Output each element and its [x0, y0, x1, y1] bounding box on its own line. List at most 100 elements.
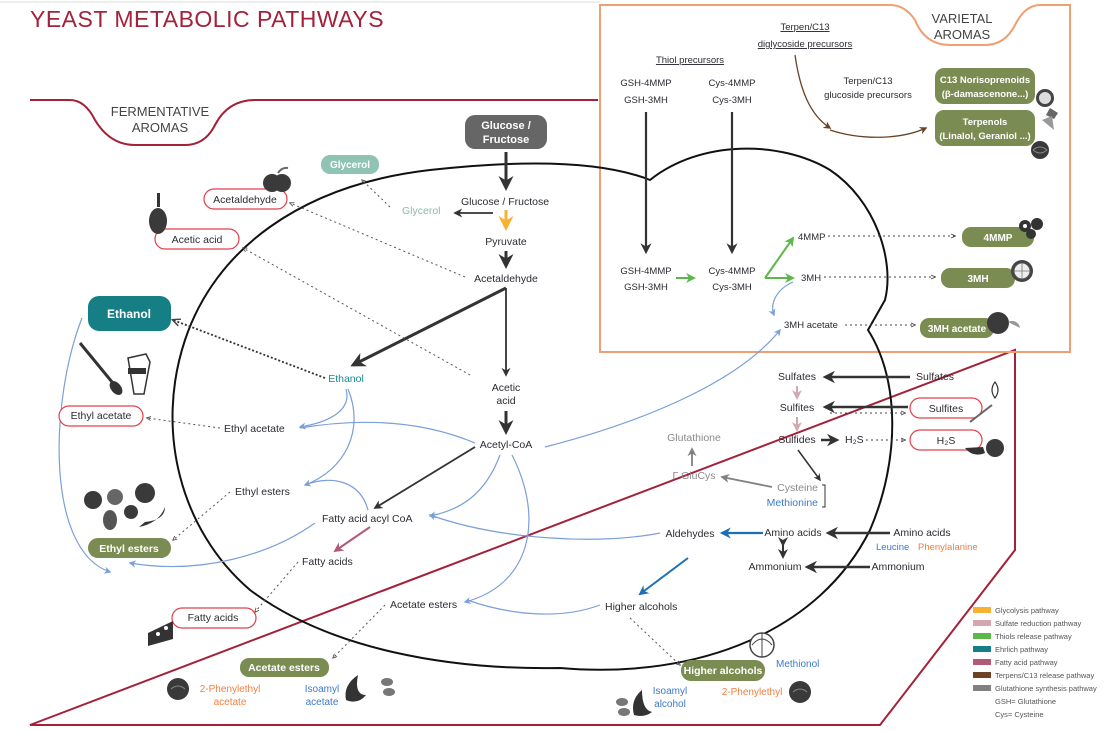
acetate-esters-aroma-box: Acetate esters [240, 658, 329, 677]
ethanol-aroma-box: Ethanol [88, 296, 171, 331]
fermentative-title-2: AROMAS [132, 120, 189, 135]
ethyl-acetate-aroma-box: Ethyl acetate [58, 405, 144, 427]
glutathione: Glutathione [667, 432, 721, 444]
pyruvate: Pyruvate [485, 236, 527, 248]
legend-note: GSH= Glutathione [995, 697, 1056, 706]
fatty-acids-release-dotted [255, 561, 299, 612]
sulfates-inner: Sulfates [778, 371, 816, 383]
amino-acids-external: Amino acids [893, 527, 950, 539]
varietal-frame [599, 4, 1071, 353]
svg-text:Glycerol: Glycerol [330, 160, 370, 171]
4mmp-product-box: 4MMP [962, 227, 1034, 247]
phenylethyl-acetate-label-1: 2-Phenylethyl [200, 684, 261, 695]
thiol-to-4mmp-arrow [764, 236, 795, 279]
blackcurrant-icon [1019, 218, 1043, 239]
legend-swatch [973, 659, 991, 665]
ethanol-to-ethylacetate-arrow [298, 388, 348, 430]
acetate-esters-inner: Acetate esters [390, 599, 457, 611]
legend-swatch [973, 646, 991, 652]
banana-icon [345, 675, 366, 702]
acetylcoa-to-acylcoa-arrow [373, 446, 476, 509]
cys-3mh-inner: Cys-3MH [712, 282, 752, 293]
rose-icon-acetate [167, 678, 189, 700]
terpen-glucoside-label-2: glucoside precursors [824, 90, 912, 101]
varietal-title-1: VARIETAL [932, 11, 993, 26]
3mh-to-acetate-arrow [768, 281, 794, 317]
acetylcoa-to-acetateesters-arrow [463, 454, 530, 605]
paint-tube-icon [127, 353, 151, 395]
svg-text:Higher alcohols: Higher alcohols [684, 665, 763, 677]
fruits-icon [84, 483, 165, 530]
sulfites-aroma-box: Sulfites [909, 397, 983, 419]
aldehydes-to-acylcoa-arrow [428, 513, 661, 540]
acetylcoa-to-acylcoa-blue-arrow [428, 454, 501, 519]
svg-text:Acetic acid: Acetic acid [172, 234, 223, 246]
ethyl-acetate-inner: Ethyl acetate [224, 423, 285, 435]
acetaldehyde-aroma-box: Acetaldehyde [203, 188, 288, 210]
legend-label: Ehrlich pathway [995, 645, 1048, 654]
svg-text:Acetaldehyde: Acetaldehyde [213, 194, 277, 206]
yeast-cell-outline [171, 147, 894, 671]
fatty-acids-aroma-box: Fatty acids [171, 607, 257, 629]
cys-4mmp-inner: Cys-4MMP [709, 266, 756, 277]
match-icon [969, 380, 999, 423]
acetic-acid-inner-1: Acetic [492, 382, 521, 394]
banana-icon-isoamyl [633, 690, 652, 716]
paintbrush-icon [78, 342, 123, 395]
ammonium-inner: Ammonium [748, 561, 801, 573]
acetyl-coa: Acetyl-CoA [480, 439, 533, 451]
ammonium-external: Ammonium [871, 561, 924, 573]
h2s-aroma-box: H₂S [909, 429, 983, 451]
varietal-title-2: AROMAS [934, 27, 991, 42]
legend-swatch [973, 672, 991, 678]
almond-icon [381, 678, 395, 696]
vinegar-bottle-icon [149, 193, 167, 234]
acetic-acid-release-dotted [243, 248, 471, 376]
svg-text:4MMP: 4MMP [984, 233, 1013, 244]
h2s-inner: H₂S [845, 434, 864, 446]
glucose-fructose-inner: Glucose / Fructose [461, 196, 549, 208]
legend-swatch [973, 685, 991, 691]
cysteine: Cysteine [777, 482, 818, 494]
cheese-icon [148, 621, 173, 646]
c13-norisoprenoids-box: C13 Norisoprenoids (β-damascenone...) [935, 68, 1035, 104]
rotten-egg-icon [965, 439, 1004, 457]
3mh-product-box: 3MH [941, 268, 1015, 288]
terpen-release-arrow [829, 127, 928, 138]
fatty-acid-pathway-arrow [333, 526, 371, 553]
legend-note: Cys= Cysteine [995, 710, 1044, 719]
cysteine-to-gglucys-arrow [720, 473, 773, 488]
svg-text:Terpenols: Terpenols [963, 117, 1008, 128]
terpen-diglycoside-label-2: diglycoside precursors [758, 39, 853, 50]
gsh-4mmp-inner: GSH-4MMP [620, 266, 671, 277]
svg-text:Sulfites: Sulfites [929, 403, 963, 415]
lily-icon [1042, 108, 1058, 130]
phenylethyl-acetate-label-2: acetate [214, 697, 247, 708]
passionfruit-icon [987, 312, 1020, 334]
terpen-glucoside-label-1: Terpen/C13 [843, 76, 892, 87]
ethanol-aroma-to-ethylesters-arrow [58, 317, 112, 574]
methionol-label: Methionol [776, 659, 819, 670]
acetylcoa-to-3mhacetate-arrow [544, 328, 781, 448]
cys-4mmp-outer: Cys-4MMP [709, 78, 756, 89]
svg-text:Ethyl acetate: Ethyl acetate [71, 410, 132, 422]
svg-text:Fatty acids: Fatty acids [188, 612, 239, 624]
ethyl-esters-inner: Ethyl esters [235, 486, 290, 498]
3mh-acetate-inner: 3MH acetate [784, 320, 838, 331]
isoamyl-alcohol-label-1: Isoamyl [653, 686, 687, 697]
legend-label: Glutathione synthesis pathway [995, 684, 1097, 693]
higher-alcohols-inner: Higher alcohols [605, 601, 677, 613]
legend-label: Thiols release pathway [995, 632, 1072, 641]
fermentative-frame [29, 99, 1016, 726]
legend-swatch [973, 633, 991, 639]
grapefruit-half-icon [1011, 260, 1033, 282]
sulfides: Sulfides [778, 434, 815, 446]
glycerol-inner: Glycerol [402, 205, 441, 217]
legend-swatch [973, 620, 991, 626]
svg-text:3MH: 3MH [967, 274, 988, 285]
terpen-diglycoside-label-1: Terpen/C13 [780, 22, 829, 33]
isoamyl-acetate-label-2: acetate [306, 697, 339, 708]
fatty-acids-inner: Fatty acids [302, 556, 353, 568]
